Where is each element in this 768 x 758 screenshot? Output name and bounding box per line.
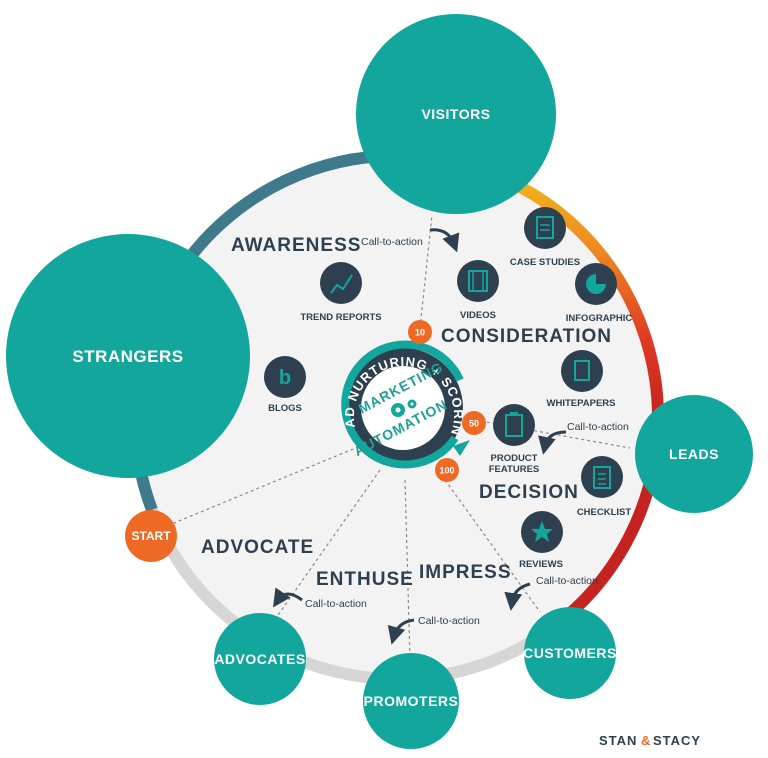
svg-text:CUSTOMERS: CUSTOMERS <box>523 645 617 661</box>
score-badge-100: 100 <box>435 458 459 482</box>
svg-text:b: b <box>279 367 291 389</box>
score-badge-50: 50 <box>462 411 486 435</box>
node-customers: CUSTOMERS <box>523 607 617 699</box>
asset-videos: VIDEOS <box>457 260 499 321</box>
cta-customers: Call-to-action <box>504 575 598 611</box>
svg-text:Call-to-action: Call-to-action <box>567 421 629 433</box>
svg-text:REVIEWS: REVIEWS <box>519 559 563 570</box>
stage-impress: IMPRESS <box>419 562 512 583</box>
asset-checklist: CHECKLIST <box>577 456 632 518</box>
svg-text:Call-to-action: Call-to-action <box>361 236 423 248</box>
node-visitors: VISITORS <box>356 14 556 214</box>
paper-icon <box>561 350 603 392</box>
svg-text:10: 10 <box>415 328 425 338</box>
hub-arrow-icon <box>453 440 470 456</box>
score-badge-10: 10 <box>408 320 432 344</box>
asset-blogs: b BLOGS <box>264 356 306 414</box>
stage-consideration: CONSIDERATION <box>441 326 612 347</box>
svg-text:START: START <box>131 529 171 543</box>
node-start: START <box>125 510 177 562</box>
asset-infographic: INFOGRAPHIC <box>566 263 633 324</box>
brand-stan: STAN <box>599 733 637 748</box>
svg-text:WHITEPAPERS: WHITEPAPERS <box>547 398 616 409</box>
svg-text:PROMOTERS: PROMOTERS <box>364 693 459 709</box>
svg-text:BLOGS: BLOGS <box>268 403 302 414</box>
ring-segment-grey <box>146 507 549 685</box>
asset-trend-reports: TREND REPORTS <box>300 262 382 323</box>
svg-text:INFOGRAPHIC: INFOGRAPHIC <box>566 313 633 324</box>
brand-stacy: STACY <box>653 733 701 748</box>
node-promoters: PROMOTERS <box>363 653 459 749</box>
curved-arrow-icon <box>504 582 531 611</box>
brand-amp: & <box>641 733 651 748</box>
hub-ring-accent <box>341 340 464 469</box>
node-strangers: STRANGERS <box>6 234 250 478</box>
asset-reviews: REVIEWS <box>519 511 563 570</box>
trend-chart-icon <box>320 262 362 304</box>
cta-visitors: Call-to-action <box>361 228 460 253</box>
stage-enthuse: ENTHUSE <box>316 569 414 590</box>
svg-text:PRODUCT: PRODUCT <box>491 453 538 464</box>
stage-decision: DECISION <box>479 482 579 503</box>
svg-text:50: 50 <box>469 419 479 429</box>
asset-product-features: PRODUCT FEATURES <box>489 404 540 475</box>
stage-advocate: ADVOCATE <box>201 537 314 558</box>
curved-arrow-icon <box>387 618 415 645</box>
svg-text:CASE STUDIES: CASE STUDIES <box>510 257 580 268</box>
document-icon <box>524 207 566 249</box>
svg-text:VIDEOS: VIDEOS <box>460 310 496 321</box>
cta-advocates: Call-to-action <box>273 587 367 610</box>
svg-text:TREND REPORTS: TREND REPORTS <box>300 312 381 323</box>
svg-text:Call-to-action: Call-to-action <box>536 575 598 587</box>
svg-text:Call-to-action: Call-to-action <box>418 615 480 627</box>
node-leads: LEADS <box>635 395 753 513</box>
cta-leads: Call-to-action <box>538 421 629 455</box>
gear-icon <box>391 399 417 417</box>
curved-arrow-icon <box>429 228 460 253</box>
curved-arrow-icon <box>273 587 303 608</box>
curved-arrow-icon <box>538 430 567 455</box>
film-icon <box>457 260 499 302</box>
node-advocates: ADVOCATES <box>214 613 306 705</box>
clipboard-icon <box>493 404 535 446</box>
svg-text:CHECKLIST: CHECKLIST <box>577 507 632 518</box>
asset-whitepapers: WHITEPAPERS <box>547 350 616 409</box>
svg-text:ADVOCATES: ADVOCATES <box>214 651 305 667</box>
svg-text:VISITORS: VISITORS <box>421 106 490 122</box>
svg-text:LEADS: LEADS <box>669 446 719 462</box>
checklist-icon <box>581 456 623 498</box>
svg-text:Call-to-action: Call-to-action <box>305 598 367 610</box>
stage-awareness: AWARENESS <box>231 235 361 256</box>
svg-text:FEATURES: FEATURES <box>489 464 540 475</box>
cta-promoters: Call-to-action <box>387 615 480 645</box>
svg-text:STRANGERS: STRANGERS <box>72 347 183 366</box>
asset-case-studies: CASE STUDIES <box>510 207 580 268</box>
svg-text:100: 100 <box>439 466 454 476</box>
blog-icon <box>264 356 306 398</box>
brand-logo: STAN & STACY <box>599 733 701 748</box>
